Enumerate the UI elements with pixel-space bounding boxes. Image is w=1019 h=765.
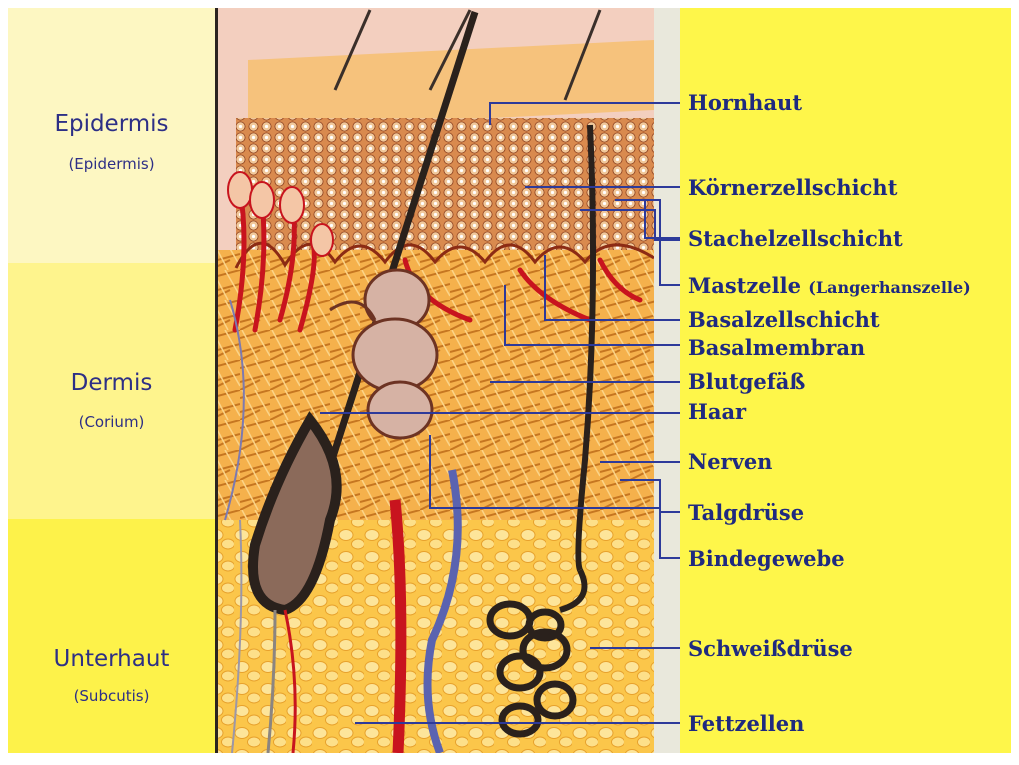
skin-cross-section-illustration xyxy=(218,8,654,753)
callout-mastzelle: Mastzelle (Langerhanszelle) xyxy=(688,273,971,298)
layer-latin-epidermis: (Epidermis) xyxy=(8,155,215,173)
layer-latin-unterhaut: (Subcutis) xyxy=(8,687,215,705)
callout-stachelzellschicht: Stachelzellschicht xyxy=(688,226,903,251)
callout-mastzelle-note: (Langerhanszelle) xyxy=(808,278,970,297)
callout-mastzelle-label: Mastzelle xyxy=(688,273,801,298)
callout-bindegewebe: Bindegewebe xyxy=(688,546,845,571)
callout-basalzellschicht: Basalzellschicht xyxy=(688,307,880,332)
callout-fettzellen: Fettzellen xyxy=(688,711,804,736)
callout-schweissdruese: Schweißdrüse xyxy=(688,636,853,661)
right-margin-band xyxy=(654,8,680,753)
callout-basalmembran: Basalmembran xyxy=(688,335,865,360)
callout-hornhaut: Hornhaut xyxy=(688,90,802,115)
layer-name-dermis: Dermis xyxy=(8,370,215,396)
callout-talgdruese: Talgdrüse xyxy=(688,500,804,525)
callout-koernerzellschicht: Körnerzellschicht xyxy=(688,175,897,200)
layer-latin-dermis: (Corium) xyxy=(8,413,215,431)
callout-haar: Haar xyxy=(688,399,746,424)
callout-blutgefaess: Blutgefäß xyxy=(688,369,805,394)
unterhaut-band xyxy=(8,519,215,753)
layer-name-epidermis: Epidermis xyxy=(8,111,215,137)
callout-nerven: Nerven xyxy=(688,449,772,474)
layer-name-unterhaut: Unterhaut xyxy=(8,646,215,672)
